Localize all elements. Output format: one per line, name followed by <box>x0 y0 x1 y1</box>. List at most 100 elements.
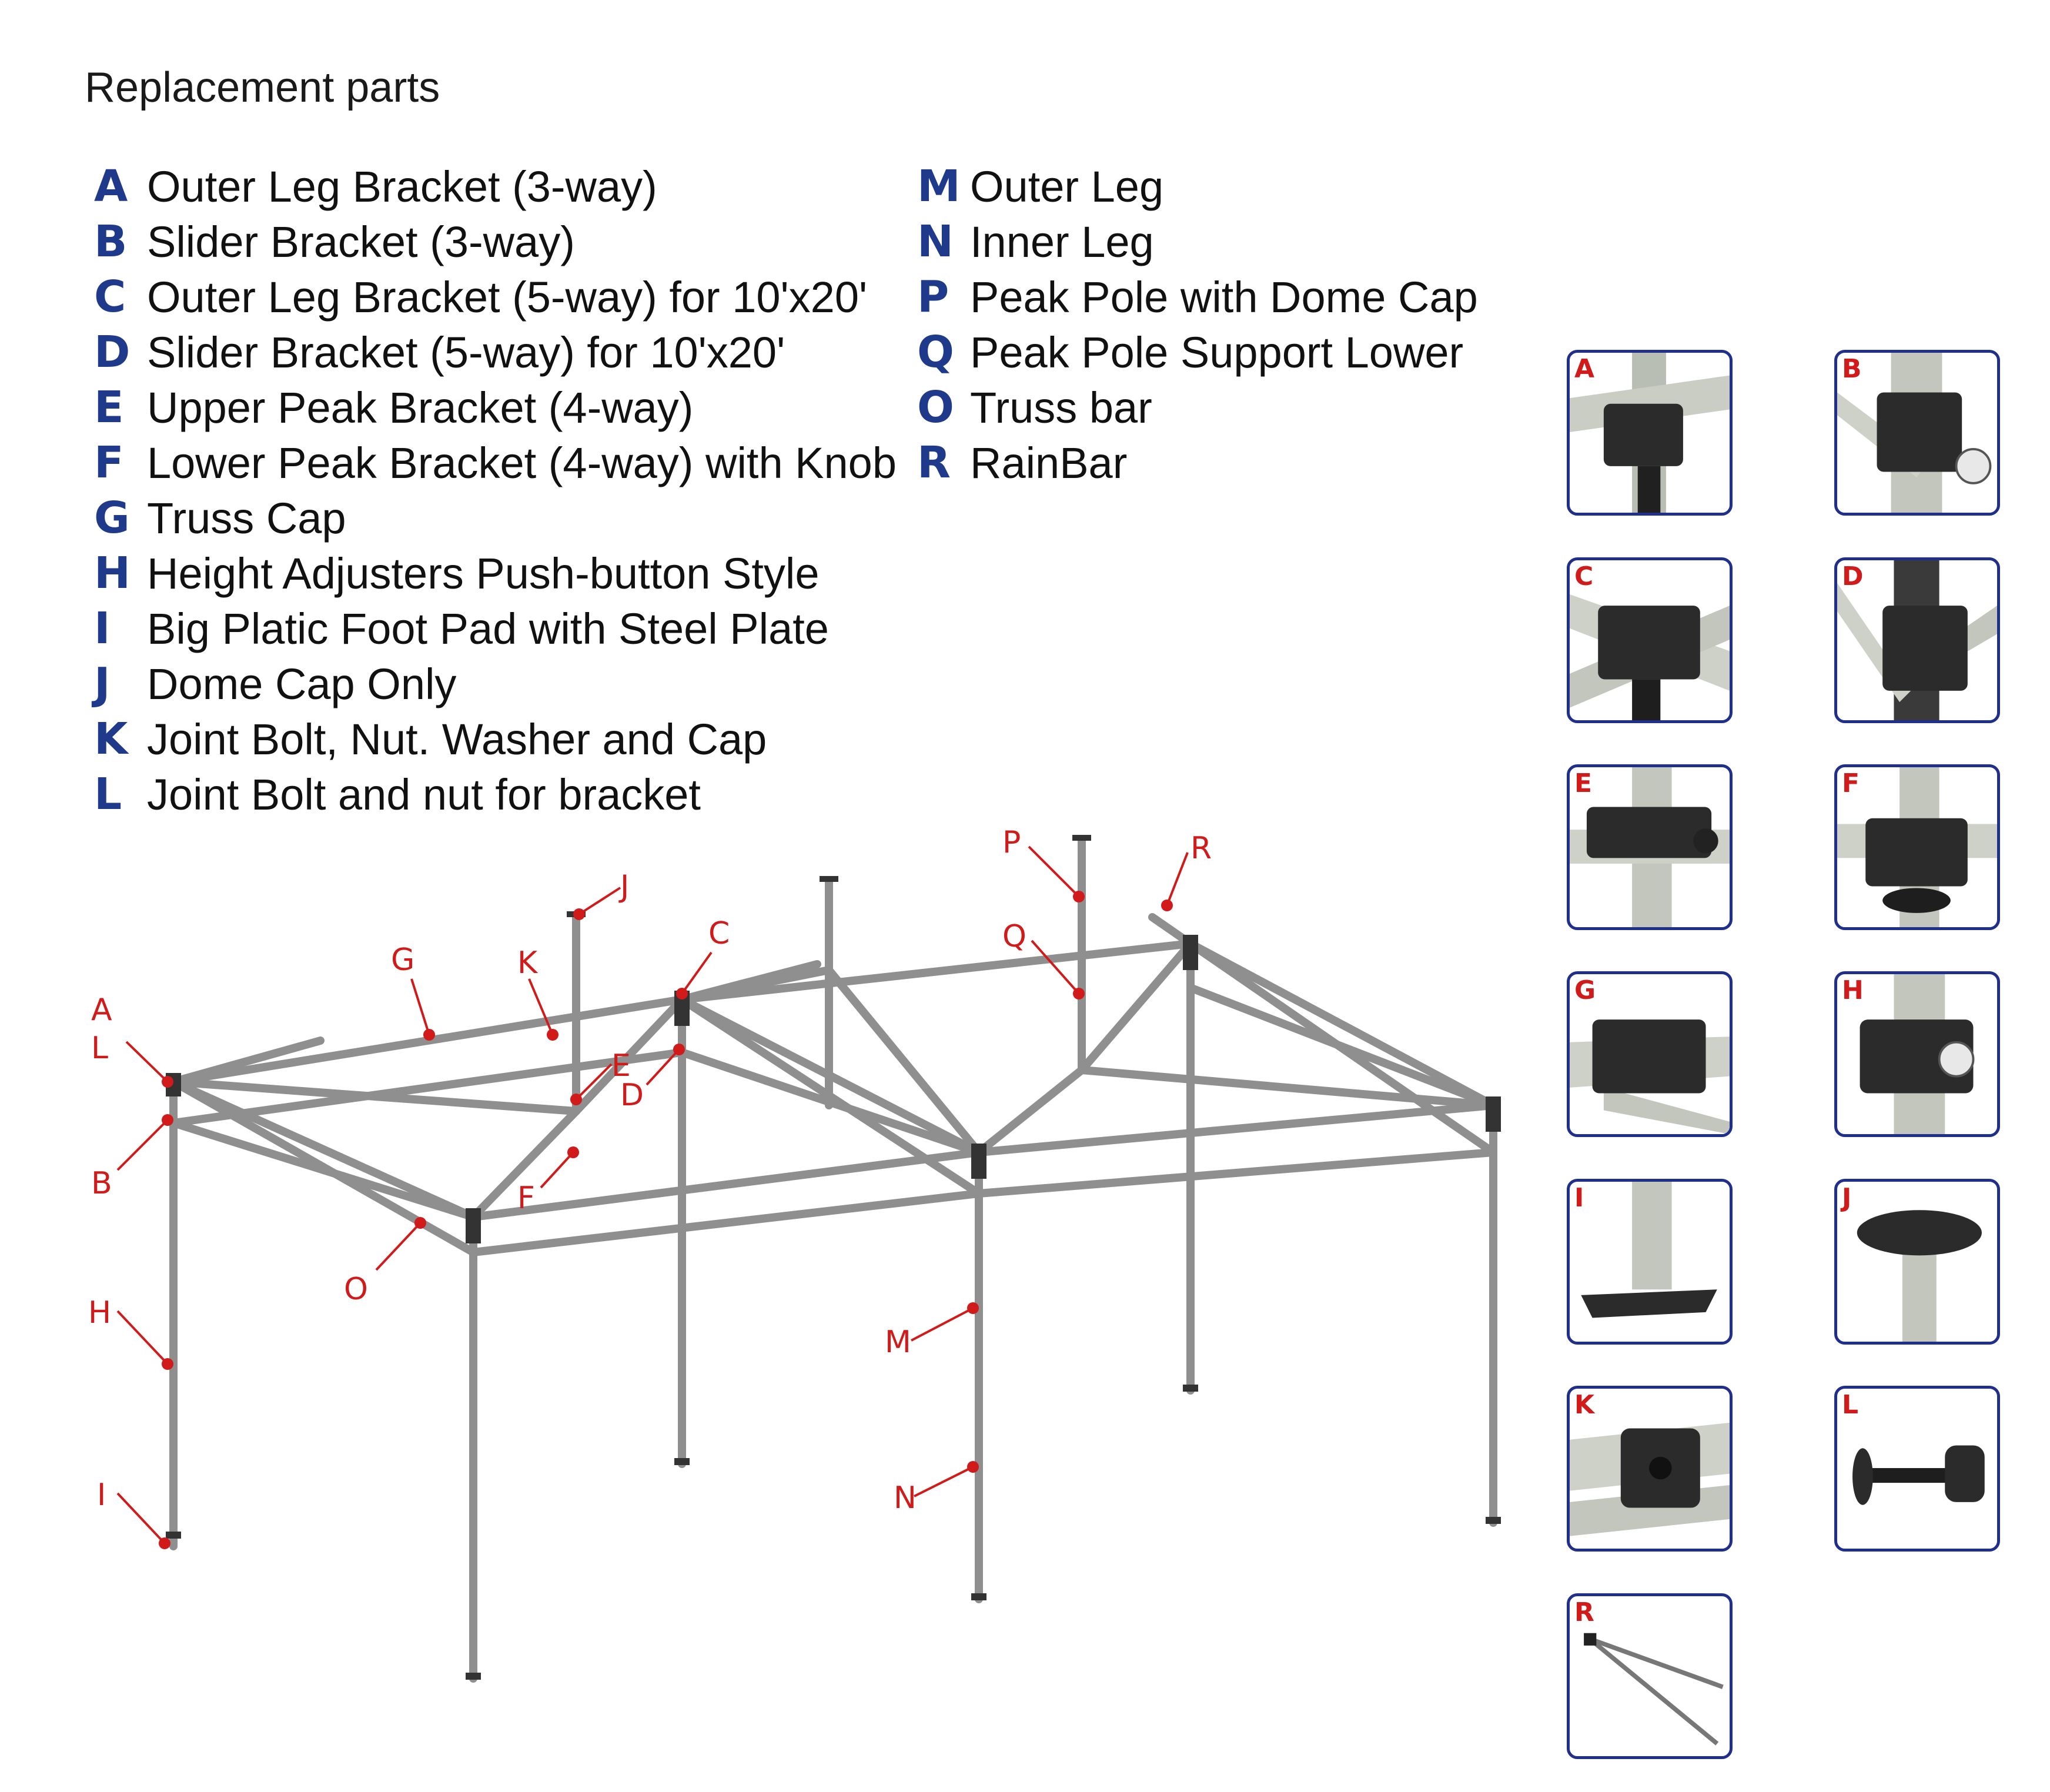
thumb-label: E <box>1574 768 1593 798</box>
part-letter: B <box>94 216 128 267</box>
part-letter: L <box>94 769 122 820</box>
part-item-b: B Slider Bracket (3-way) <box>94 214 897 269</box>
part-letter: P <box>917 272 949 322</box>
thumb-j: J <box>1834 1179 2000 1345</box>
part-label: Outer Leg <box>970 162 1164 211</box>
thumb-label: D <box>1842 561 1864 591</box>
part-label: Slider Bracket (5-way) for 10'x20' <box>147 327 785 377</box>
part-letter: K <box>94 714 128 764</box>
callout-o: O <box>344 1272 368 1307</box>
part-label: Outer Leg Bracket (5-way) for 10'x20' <box>147 272 868 322</box>
thumb-label: J <box>1842 1183 1852 1213</box>
thumb-label: G <box>1574 975 1596 1005</box>
part-label: Peak Pole with Dome Cap <box>970 272 1478 322</box>
callout-g: G <box>391 942 414 978</box>
part-letter: O <box>917 382 954 433</box>
part-item-l: L Joint Bolt and nut for bracket <box>94 767 897 822</box>
part-item-c: C Outer Leg Bracket (5-way) for 10'x20' <box>94 269 897 325</box>
part-letter: D <box>94 327 131 377</box>
part-letter: A <box>94 161 128 212</box>
callout-b: B <box>91 1166 112 1201</box>
part-item-r: R RainBar <box>917 435 1478 490</box>
callout-f: F <box>517 1181 535 1216</box>
part-label: Truss bar <box>970 383 1152 432</box>
part-label: Dome Cap Only <box>147 659 457 708</box>
thumb-a: A <box>1567 350 1733 516</box>
callout-k: K <box>517 945 539 981</box>
thumb-k: K <box>1567 1386 1733 1552</box>
thumb-label: H <box>1842 975 1864 1005</box>
part-item-k: K Joint Bolt, Nut. Washer and Cap <box>94 711 897 767</box>
callout-d: D <box>620 1078 644 1113</box>
part-item-g: G Truss Cap <box>94 490 897 546</box>
part-label: Truss Cap <box>147 493 346 543</box>
part-label: Inner Leg <box>970 217 1154 266</box>
thumb-r: R <box>1567 1593 1733 1759</box>
callout-q: Q <box>1002 919 1026 954</box>
callout-p: P <box>1002 825 1021 860</box>
part-item-p: P Peak Pole with Dome Cap <box>917 269 1478 325</box>
part-label: RainBar <box>970 438 1128 487</box>
part-label: Big Platic Foot Pad with Steel Plate <box>147 604 829 653</box>
part-label: Slider Bracket (3-way) <box>147 217 575 266</box>
thumb-g: G <box>1567 971 1733 1137</box>
callout-c: C <box>708 916 730 951</box>
page-title: Replacement parts <box>85 64 440 111</box>
frame-bars <box>169 837 1497 1683</box>
thumb-label: F <box>1842 768 1860 798</box>
part-letter: G <box>94 493 130 543</box>
thumb-label: R <box>1574 1597 1594 1627</box>
thumb-f: F <box>1834 764 2000 930</box>
part-item-h: H Height Adjusters Push-button Style <box>94 546 897 601</box>
part-letter: J <box>94 658 111 709</box>
part-label: Outer Leg Bracket (3-way) <box>147 162 657 211</box>
thumb-label: L <box>1842 1390 1859 1420</box>
part-label: Peak Pole Support Lower <box>970 327 1464 377</box>
thumb-label: A <box>1574 354 1595 384</box>
callout-labels: A L B G K J C E D F O H I P R Q M N <box>88 825 1212 1549</box>
thumb-e: E <box>1567 764 1733 930</box>
callout-h: H <box>88 1295 111 1330</box>
part-letter: E <box>94 382 124 433</box>
thumb-label: C <box>1574 561 1594 591</box>
part-item-j: J Dome Cap Only <box>94 656 897 711</box>
thumb-label: I <box>1574 1183 1584 1213</box>
thumb-label: K <box>1574 1390 1595 1420</box>
thumb-label: B <box>1842 354 1862 384</box>
frame-brackets <box>166 835 1501 1680</box>
part-item-a: A Outer Leg Bracket (3-way) <box>94 159 897 214</box>
callout-i: I <box>97 1477 106 1513</box>
part-label: Joint Bolt and nut for bracket <box>147 770 701 819</box>
thumb-l: L <box>1834 1386 2000 1552</box>
part-letter: M <box>917 161 961 212</box>
part-letter: N <box>917 216 954 267</box>
part-letter: H <box>94 548 131 599</box>
part-letter: C <box>94 272 126 322</box>
parts-list-left: A Outer Leg Bracket (3-way) B Slider Brack… <box>94 159 897 822</box>
thumb-d: D <box>1834 557 2000 723</box>
part-letter: I <box>94 603 111 654</box>
callout-j: J <box>618 869 629 904</box>
part-letter: Q <box>917 327 954 377</box>
part-label: Joint Bolt, Nut. Washer and Cap <box>147 714 767 764</box>
part-item-q: Q Peak Pole Support Lower <box>917 325 1478 380</box>
callout-l: L <box>91 1031 108 1066</box>
thumb-h: H <box>1834 971 2000 1137</box>
part-item-i: I Big Platic Foot Pad with Steel Plate <box>94 601 897 656</box>
callout-m: M <box>885 1325 911 1360</box>
part-item-d: D Slider Bracket (5-way) for 10'x20' <box>94 325 897 380</box>
callout-e: E <box>611 1048 631 1084</box>
callout-r: R <box>1190 831 1212 866</box>
thumb-c: C <box>1567 557 1733 723</box>
part-item-f: F Lower Peak Bracket (4-way) with Knob <box>94 435 897 490</box>
callout-n: N <box>894 1480 917 1516</box>
callout-a: A <box>91 992 112 1028</box>
part-letter: F <box>94 437 124 488</box>
part-letter: R <box>917 437 951 488</box>
part-item-o: O Truss bar <box>917 380 1478 435</box>
part-label: Lower Peak Bracket (4-way) with Knob <box>147 438 897 487</box>
thumb-i: I <box>1567 1179 1733 1345</box>
part-label: Height Adjusters Push-button Style <box>147 549 820 598</box>
